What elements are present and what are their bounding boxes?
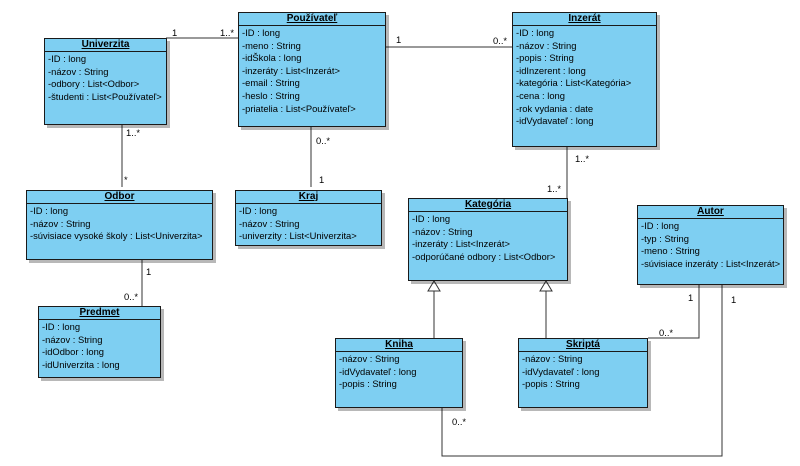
class-name: Kniha bbox=[336, 339, 462, 352]
multiplicity-label: 1 bbox=[688, 292, 694, 303]
attribute: -idVydavateľ : long bbox=[339, 365, 417, 377]
class-univerzita: Univerzita -ID : long -názov : String -o… bbox=[44, 38, 167, 125]
class-name: Autor bbox=[638, 206, 783, 219]
attribute: -idInzerent : long bbox=[516, 64, 586, 76]
attribute: -ID : long bbox=[30, 205, 69, 216]
inheritance-arrowhead-skripta bbox=[539, 280, 553, 292]
attribute: -ID : long bbox=[239, 205, 278, 216]
multiplicity-label: 1 bbox=[731, 294, 737, 305]
attribute: -odbory : List<Odbor> bbox=[48, 78, 140, 90]
multiplicity-label: 1 bbox=[319, 174, 325, 185]
multiplicity-label: 0..* bbox=[493, 35, 508, 46]
attribute: -meno : String bbox=[641, 245, 700, 257]
attribute: -meno : String bbox=[242, 39, 301, 51]
attribute: -názov : String bbox=[516, 39, 577, 51]
attribute-list: -ID : long -názov : String -univerzity :… bbox=[236, 204, 381, 243]
multiplicity-label: 1 bbox=[146, 266, 152, 277]
attribute: -idŠkola : long bbox=[242, 52, 302, 64]
attribute: -názov : String bbox=[339, 353, 400, 364]
attribute: -popis : String bbox=[339, 378, 397, 390]
attribute-list: -ID : long -názov : String -popis : Stri… bbox=[513, 26, 656, 128]
multiplicity-label: * bbox=[124, 174, 128, 185]
multiplicity-label: 1..* bbox=[575, 153, 590, 164]
class-predmet: Predmet -ID : long -názov : String -idOd… bbox=[38, 306, 161, 378]
attribute: -idVydavateľ : long bbox=[516, 115, 594, 127]
attribute: -idVydavateľ : long bbox=[522, 365, 600, 377]
attribute: -rok vydania : date bbox=[516, 102, 594, 114]
class-name: Predmet bbox=[39, 307, 160, 320]
attribute: -ID : long bbox=[641, 220, 680, 231]
attribute-list: -ID : long -meno : String -idŠkola : lon… bbox=[239, 26, 385, 115]
attribute: -názov : String bbox=[239, 217, 300, 229]
class-kraj: Kraj -ID : long -názov : String -univerz… bbox=[235, 190, 382, 246]
attribute: -heslo : String bbox=[242, 89, 300, 101]
attribute-list: -ID : long -názov : String -idOdbor : lo… bbox=[39, 320, 160, 371]
class-name: Kategória bbox=[409, 199, 567, 212]
attribute: -idOdbor : long bbox=[42, 346, 105, 358]
attribute: -popis : String bbox=[516, 52, 574, 64]
multiplicity-label: 1..* bbox=[126, 127, 141, 138]
attribute: -univerzity : List<Univerzita> bbox=[239, 230, 357, 242]
attribute: -odporúčané odbory : List<Odbor> bbox=[412, 250, 556, 262]
class-odbor: Odbor -ID : long -názov : String -súvisi… bbox=[26, 190, 213, 260]
multiplicity-label: 1..* bbox=[220, 27, 235, 38]
attribute: -cena : long bbox=[516, 89, 565, 101]
attribute: -súvisiace vysoké školy : List<Univerzit… bbox=[30, 230, 203, 242]
multiplicity-label: 1 bbox=[172, 27, 178, 38]
attribute: -popis : String bbox=[522, 378, 580, 390]
class-inzerat: Inzerát -ID : long -názov : String -popi… bbox=[512, 12, 657, 147]
attribute: -ID : long bbox=[412, 213, 451, 224]
multiplicity-label: 0..* bbox=[316, 135, 331, 146]
attribute-list: -ID : long -typ : String -meno : String … bbox=[638, 219, 783, 270]
attribute-list: -názov : String -idVydavateľ : long -pop… bbox=[519, 352, 647, 391]
class-name: Odbor bbox=[27, 191, 212, 204]
inheritance-arrowhead-kniha bbox=[427, 280, 441, 292]
attribute: -súvisiace inzeráty : List<Inzerát> bbox=[641, 257, 781, 269]
attribute: -názov : String bbox=[30, 217, 91, 229]
class-kategoria: Kategória -ID : long -názov : String -in… bbox=[408, 198, 568, 281]
attribute: -študenti : List<Používateľ> bbox=[48, 90, 162, 102]
class-name: Univerzita bbox=[45, 39, 166, 52]
class-name: Používateľ bbox=[239, 13, 385, 26]
multiplicity-label: 0..* bbox=[452, 416, 467, 427]
multiplicity-label: 0..* bbox=[659, 327, 674, 338]
attribute-list: -názov : String -idVydavateľ : long -pop… bbox=[336, 352, 462, 391]
attribute-list: -ID : long -názov : String -odbory : Lis… bbox=[45, 52, 166, 103]
attribute: -ID : long bbox=[242, 27, 281, 38]
attribute: -ID : long bbox=[516, 27, 555, 38]
multiplicity-label: 1 bbox=[396, 34, 402, 45]
attribute: -typ : String bbox=[641, 232, 689, 244]
attribute-list: -ID : long -názov : String -súvisiace vy… bbox=[27, 204, 212, 243]
class-skripta: Skriptá -názov : String -idVydavateľ : l… bbox=[518, 338, 648, 408]
multiplicity-label: 1..* bbox=[547, 183, 562, 194]
attribute: -názov : String bbox=[522, 353, 583, 364]
class-kniha: Kniha -názov : String -idVydavateľ : lon… bbox=[335, 338, 463, 408]
class-name: Skriptá bbox=[519, 339, 647, 352]
attribute: -kategória : List<Kategória> bbox=[516, 77, 632, 89]
attribute: -ID : long bbox=[48, 53, 87, 64]
attribute: -názov : String bbox=[412, 225, 473, 237]
attribute-list: -ID : long -názov : String -inzeráty : L… bbox=[409, 212, 567, 263]
attribute: -názov : String bbox=[48, 65, 109, 77]
attribute: -názov : String bbox=[42, 333, 103, 345]
assoc-autor-kniha bbox=[441, 285, 723, 457]
attribute: -idUniverzita : long bbox=[42, 358, 120, 370]
attribute: -email : String bbox=[242, 77, 300, 89]
multiplicity-label: 0..* bbox=[124, 291, 139, 302]
attribute: -ID : long bbox=[42, 321, 81, 332]
attribute: -priatelia : List<Používateľ> bbox=[242, 102, 356, 114]
class-name: Inzerát bbox=[513, 13, 656, 26]
class-pouzivatel: Používateľ -ID : long -meno : String -id… bbox=[238, 12, 386, 127]
class-name: Kraj bbox=[236, 191, 381, 204]
attribute: -inzeráty : List<Inzerát> bbox=[242, 64, 340, 76]
attribute: -inzeráty : List<Inzerát> bbox=[412, 238, 510, 250]
class-autor: Autor -ID : long -typ : String -meno : S… bbox=[637, 205, 784, 285]
assoc-autor-skripta bbox=[648, 285, 700, 339]
